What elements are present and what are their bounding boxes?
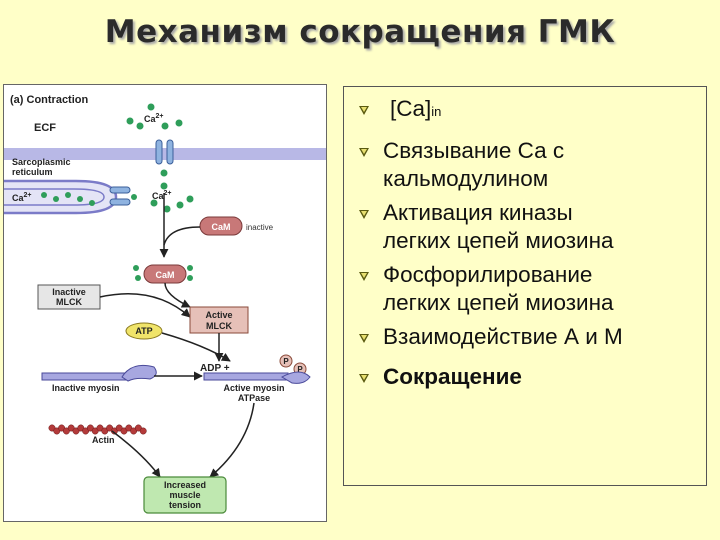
inactive-mlck-label-2: MLCK <box>56 297 82 307</box>
ca-ions-bound <box>133 265 193 281</box>
inactive-myosin-head <box>121 364 157 382</box>
sr-label-2: reticulum <box>12 167 53 177</box>
ecf-label: ECF <box>34 122 56 134</box>
arrow-myosin-to-tension <box>209 402 255 478</box>
bullet-arrow-icon <box>359 106 369 115</box>
active-mlck-label-2: MLCK <box>206 321 232 331</box>
inactive-mlck-label-1: Inactive <box>52 287 86 297</box>
bullet-arrow-icon <box>359 334 369 343</box>
cam-inactive-label: CaM <box>211 222 230 232</box>
active-myosin-tail <box>203 372 289 381</box>
bullet-text-6: легких цепей миозина <box>383 290 614 315</box>
bullet-text-8: Сокращение <box>383 364 522 389</box>
atp-label: ATP <box>135 326 152 336</box>
inactive-note: inactive <box>246 223 274 232</box>
bullet-arrow-icon <box>359 272 369 281</box>
bullet-text-2: кальмодулином <box>383 166 549 191</box>
bullet-arrow-icon <box>359 374 369 383</box>
increased-tension-box <box>143 476 227 514</box>
atp-molecule <box>125 322 163 340</box>
cell-membrane <box>4 148 326 160</box>
bullet-arrow-icon <box>359 148 369 157</box>
bullet-text-4: легких цепей миозина <box>383 228 614 253</box>
active-myosin-head <box>281 371 311 384</box>
phosphate-1 <box>279 354 293 368</box>
arrow-cam-to-mlck <box>164 282 191 308</box>
contraction-diagram: (a) Contraction ECF Ca2+ Sarcoplasmic re… <box>4 94 326 514</box>
ca-ions-channel <box>160 169 168 190</box>
sr-channel-top <box>109 186 131 194</box>
panel-label: (a) Contraction <box>10 94 89 106</box>
active-myosin-label-2: ATPase <box>238 393 270 403</box>
actin-bead <box>139 427 147 435</box>
ca-left-label: Ca2+ <box>12 192 32 203</box>
result-label-3: tension <box>169 500 201 510</box>
sr-label-1: Sarcoplasmic <box>12 157 71 167</box>
slide-title: Механизм сокращения ГМК <box>104 14 616 50</box>
actin-filament <box>48 424 147 435</box>
ca-ions-cytosol <box>131 194 194 213</box>
ca-top-label: Ca2+ <box>144 113 164 124</box>
phosphate-2-label: P <box>297 365 303 374</box>
active-mlck <box>189 306 249 334</box>
ca-ions-sr <box>41 192 95 206</box>
bullet-text-0: [Ca]in <box>390 96 442 121</box>
bullet-text-3: Активация киназы <box>383 200 573 225</box>
contraction-figure: (a) Contraction ECF Ca2+ Sarcoplasmic re… <box>3 84 327 522</box>
cam-inactive <box>199 216 243 236</box>
cam-active-label: CaM <box>155 270 174 280</box>
inactive-myosin-tail <box>41 372 131 381</box>
sarcoplasmic-reticulum-inner <box>4 188 105 206</box>
arrow-inactive-to-active-mlck <box>99 293 191 318</box>
inactive-myosin-label: Inactive myosin <box>52 383 120 393</box>
active-mlck-label-1: Active <box>205 310 232 320</box>
ca-channel-right <box>166 139 174 165</box>
bullet-box: [Ca]in Связывание Са с кальмодулином Акт… <box>343 86 707 486</box>
actin-label: Actin <box>92 435 115 445</box>
bullet-text-1: Связывание Са с <box>383 138 565 163</box>
ca-channel-left <box>155 139 163 165</box>
arrow-actin-to-tension <box>111 430 161 478</box>
ca-mid-label: Ca2+ <box>152 190 172 201</box>
active-myosin-label-1: Active myosin <box>223 383 284 393</box>
result-label-1: Increased <box>164 480 206 490</box>
bullet-arrow-icon <box>359 210 369 219</box>
bullet-text-7: Взаимодействие А и М <box>383 324 623 349</box>
arrow-atp-to-adp <box>161 332 231 362</box>
adp-label: ADP + <box>200 363 230 374</box>
bullet-text-5: Фосфорилирование <box>383 262 593 287</box>
inactive-mlck <box>37 284 101 310</box>
sr-channel-bottom <box>109 198 131 206</box>
arrow-cam-merge <box>163 226 201 246</box>
result-label-2: muscle <box>169 490 200 500</box>
phosphate-1-label: P <box>283 357 289 366</box>
ca-ions-extracellular <box>126 103 183 130</box>
